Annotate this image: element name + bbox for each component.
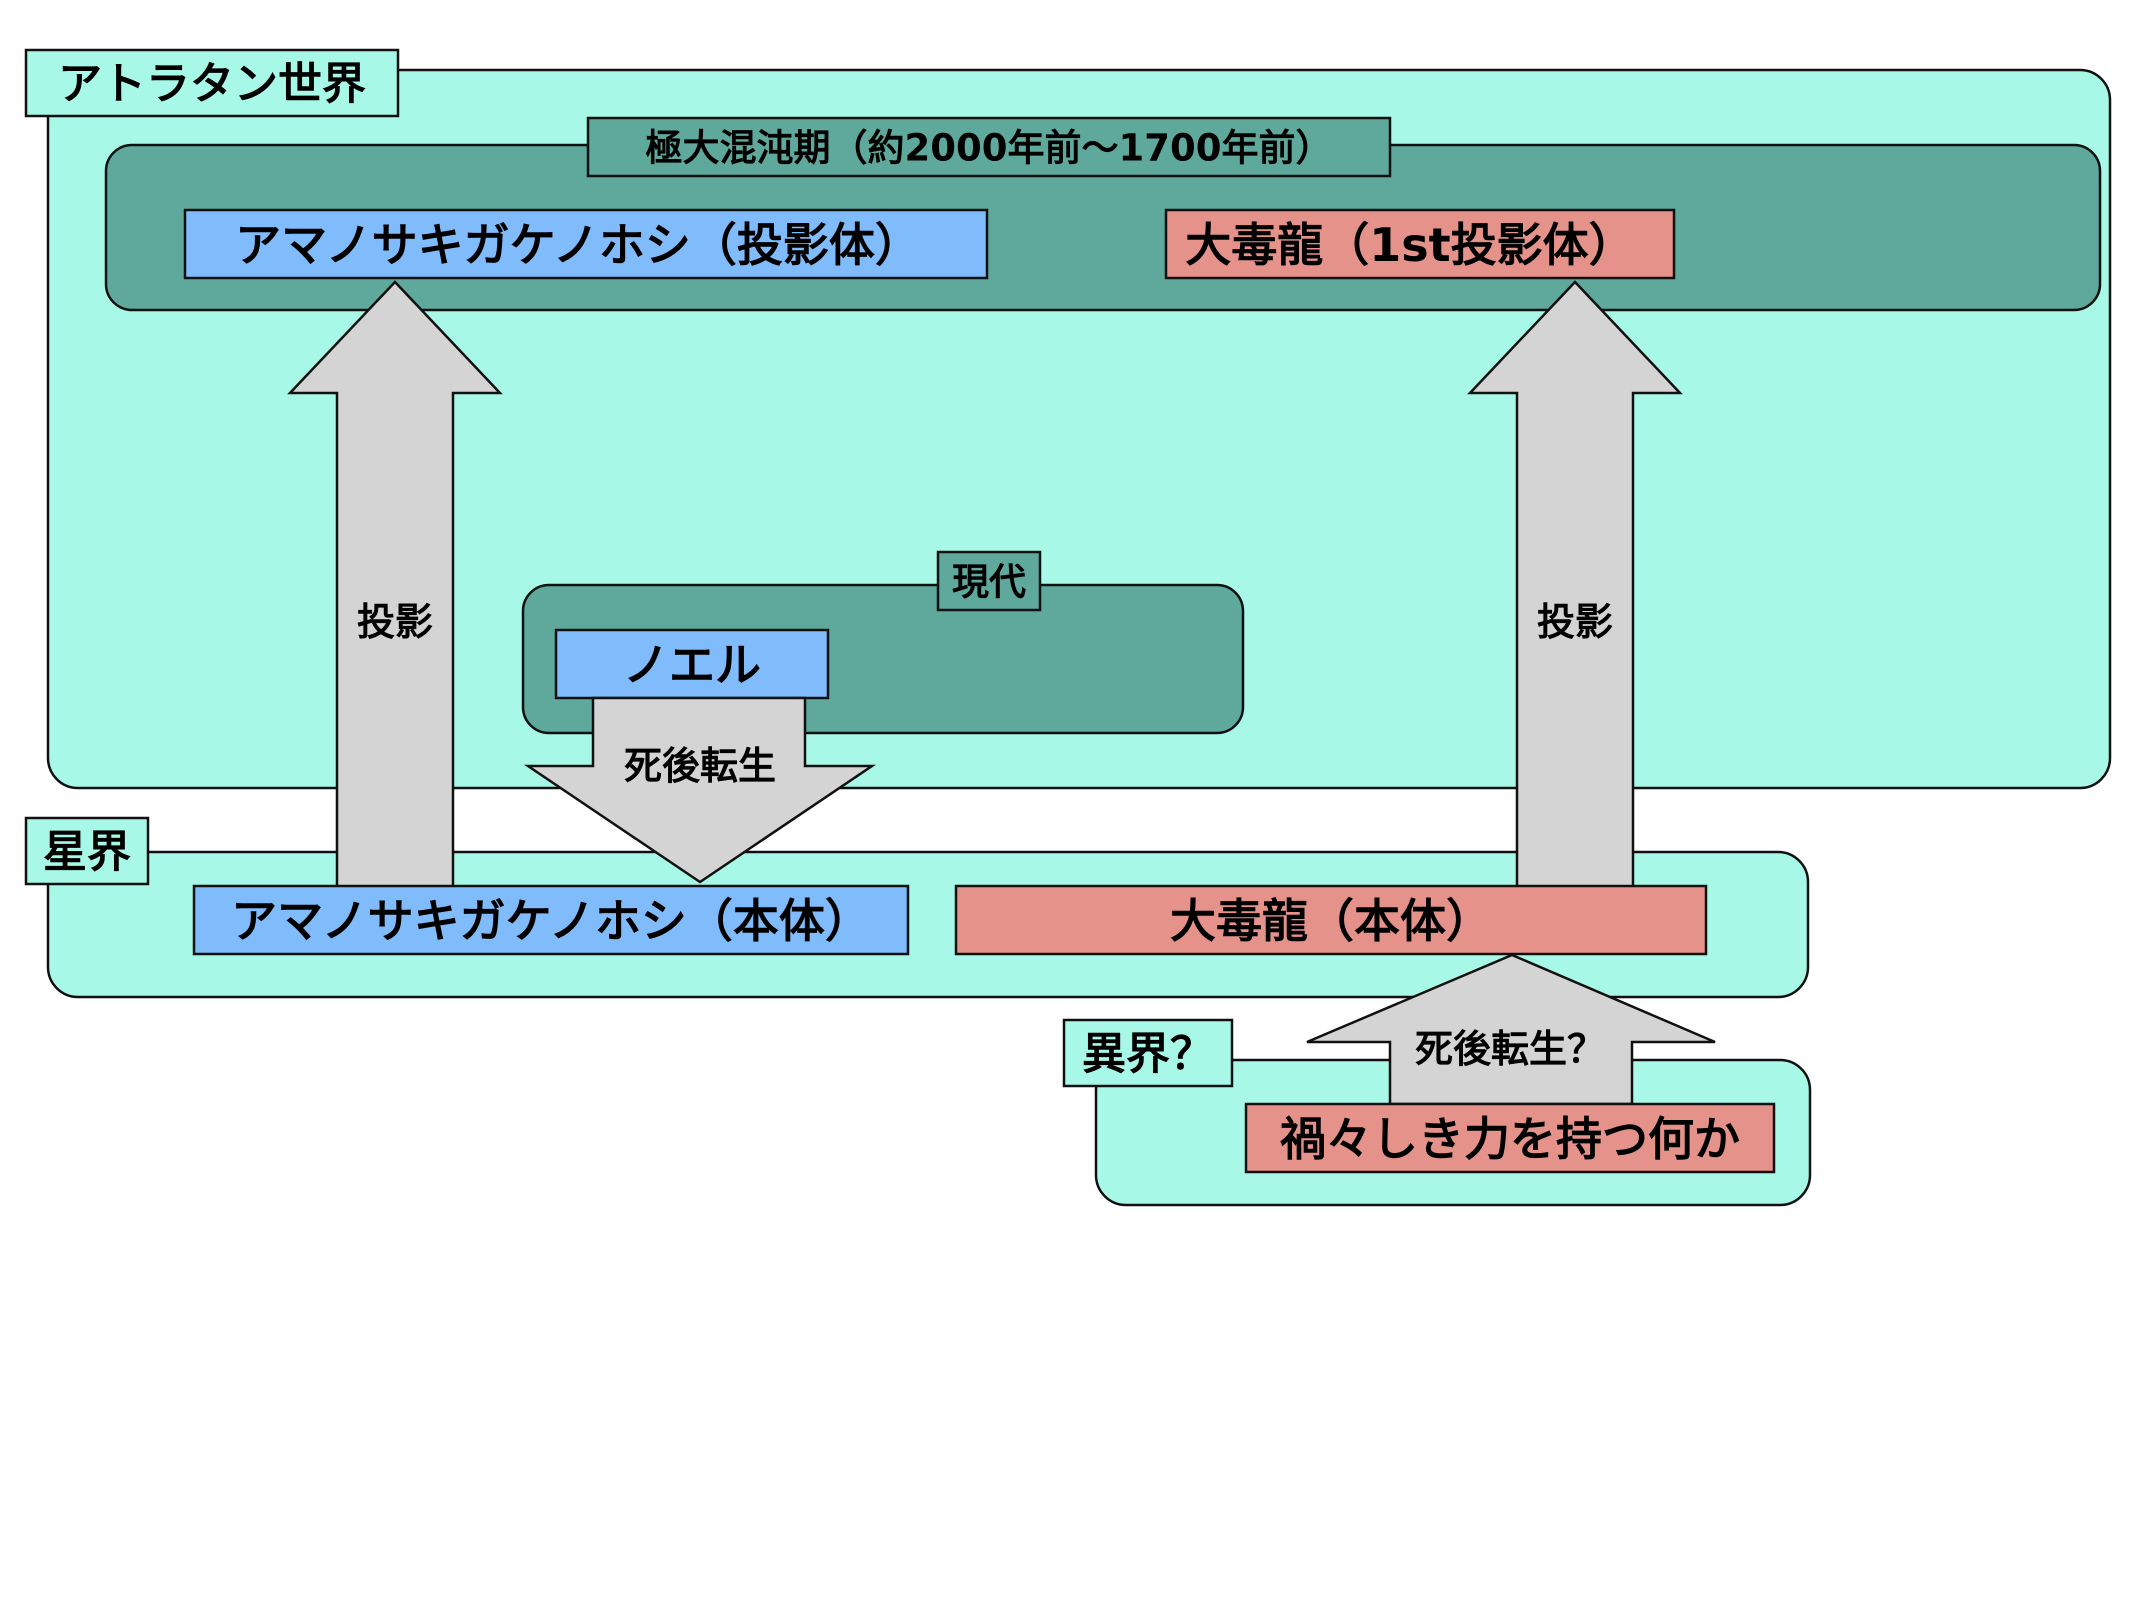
projection-right-label: 投影 <box>1537 600 1613 644</box>
astral-text: 星界 <box>43 827 131 878</box>
amano-body-text: アマノサキガケノホシ（本体） <box>231 894 871 948</box>
ominous-power-node: 禍々しき力を持つ何か <box>1244 1102 1776 1174</box>
otherworld-label: 異界？ <box>1062 1018 1234 1088</box>
noel-text: ノエル <box>623 638 761 692</box>
noel-node: ノエル <box>554 628 830 700</box>
atlatan-world-label: アトラタン世界 <box>24 48 400 118</box>
reincarnation-arrow: 死後転生 <box>523 696 877 884</box>
daidokuryu-body-node: 大毒龍（本体） <box>954 884 1708 956</box>
reincarnation-question-arrow: 死後転生？ <box>1306 953 1716 1106</box>
daidokuryu-projection-node: 大毒龍（1st投影体） <box>1164 208 1676 280</box>
present-era-label: 現代 <box>936 550 1042 612</box>
daidokuryu-projection-text: 大毒龍（1st投影体） <box>1185 218 1634 272</box>
projection-left-label: 投影 <box>357 600 433 644</box>
reincarnation-label: 死後転生 <box>624 744 776 788</box>
reincarnation-question-label: 死後転生？ <box>1415 1027 1605 1071</box>
astral-label: 星界 <box>24 816 150 886</box>
amano-projection-text: アマノサキガケノホシ（投影体） <box>235 218 921 272</box>
chaos-era-text: 極大混沌期（約2000年前〜1700年前） <box>646 127 1333 170</box>
ominous-power-text: 禍々しき力を持つ何か <box>1280 1112 1740 1166</box>
present-era-text: 現代 <box>952 561 1026 604</box>
daidokuryu-body-text: 大毒龍（本体） <box>1170 894 1492 948</box>
chaos-era-label: 極大混沌期（約2000年前〜1700年前） <box>586 116 1392 178</box>
otherworld-text: 異界？ <box>1082 1029 1214 1080</box>
projection-arrow-right: 投影 <box>1467 280 1683 890</box>
amano-projection-node: アマノサキガケノホシ（投影体） <box>183 208 989 280</box>
amano-body-node: アマノサキガケノホシ（本体） <box>192 884 910 956</box>
atlatan-world-text: アトラタン世界 <box>58 59 366 110</box>
